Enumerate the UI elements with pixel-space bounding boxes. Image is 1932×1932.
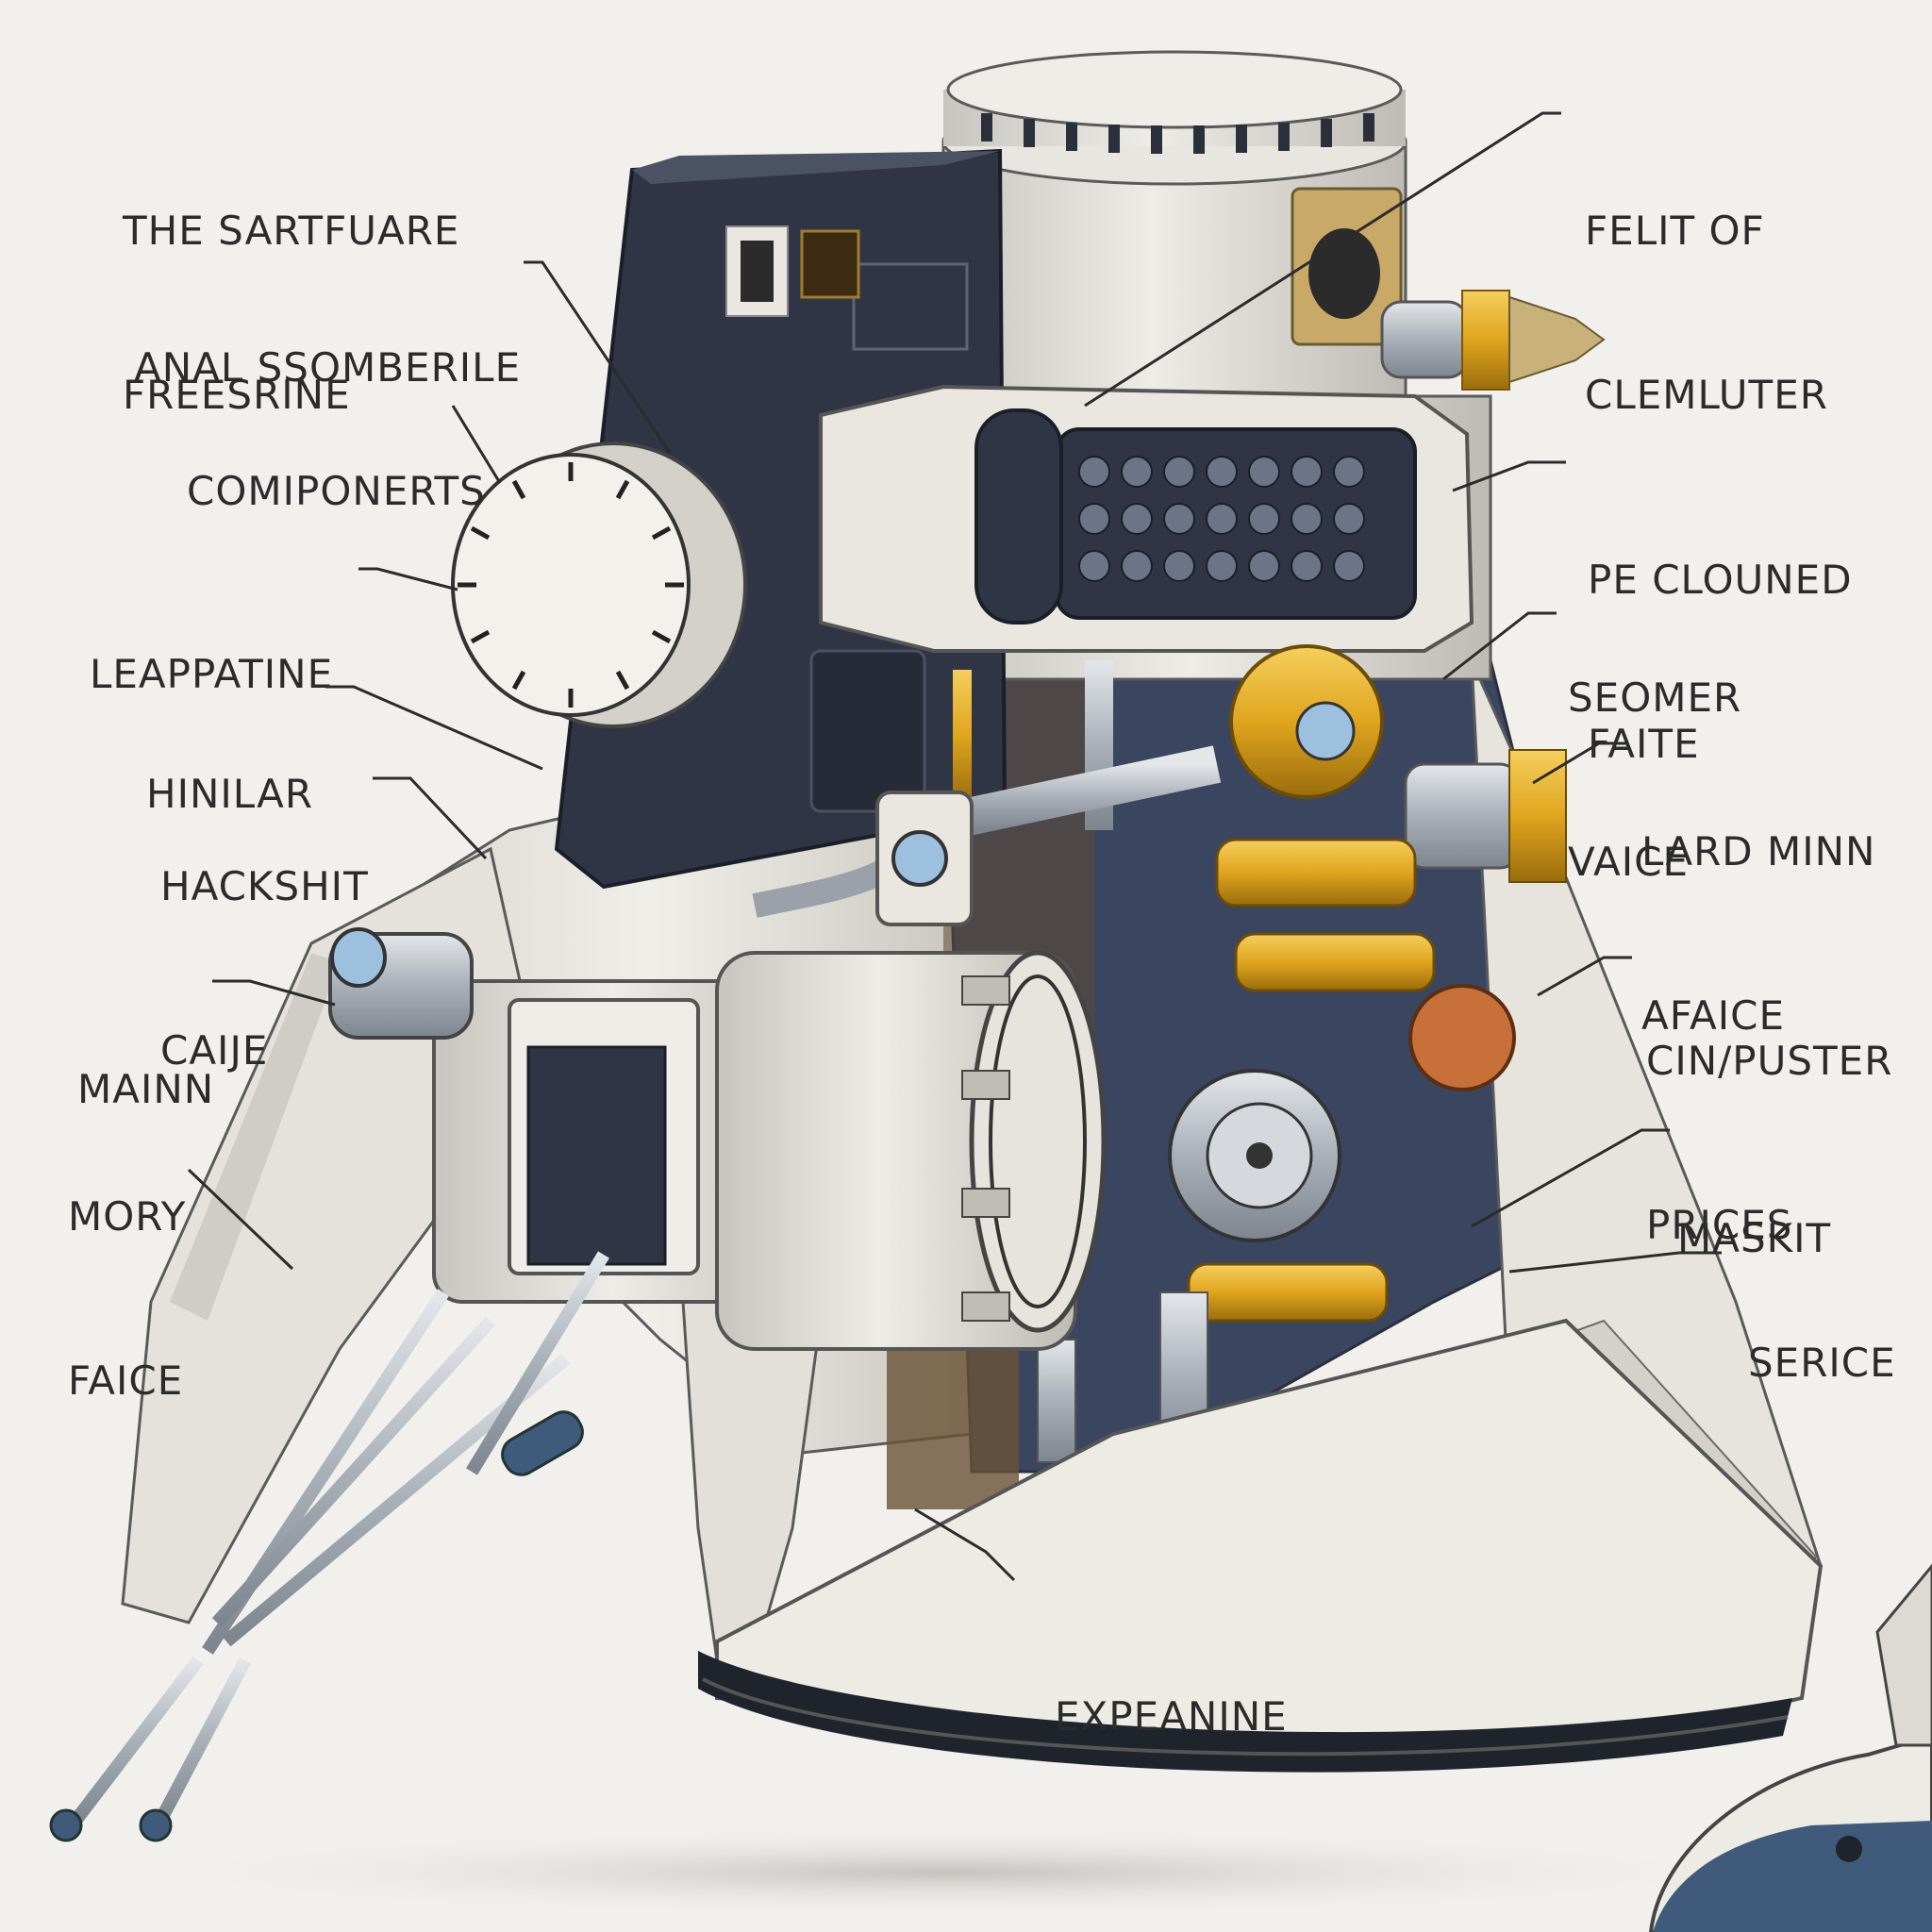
horizontal-module (328, 927, 1107, 1351)
label-pe-clouned-faite-line1: PE CLOUNED (1588, 557, 1853, 603)
landing-struts (70, 1251, 609, 1825)
ground-shadow (94, 1825, 1792, 1920)
label-hackshit-caije-line2: CAIJE (160, 1027, 269, 1074)
landing-feet (49, 1410, 584, 1842)
label-components: COMIPONERTS (187, 355, 486, 574)
label-maskit: MASKIT (1677, 1102, 1831, 1321)
label-mory-faice-line1: MORY (68, 1193, 187, 1240)
label-maskit-text: MASKIT (1677, 1215, 1832, 1261)
label-hinilar: HINILAR (146, 658, 313, 876)
label-title-line2: FREESRINE (123, 372, 351, 418)
label-expeanine-text: EXPEANINE (1055, 1693, 1288, 1740)
label-felit-of-clemluter: FELIT OF CLEMLUTER (1585, 94, 1828, 477)
control-pod (819, 384, 1474, 653)
label-seomer-vaice-line2: VAICE (1568, 839, 1690, 885)
label-components-text: COMIPONERTS (187, 468, 486, 514)
label-hinilar-text: HINILAR (146, 771, 314, 817)
label-leappatine-text: LEAPPATINE (90, 651, 334, 697)
label-hackshit-caije-line1: HACKSHIT (160, 863, 369, 909)
label-lard-minn-afaice: LARD MINN AFAICE (1641, 715, 1875, 1098)
shuttle-vignette (1648, 1563, 1932, 1932)
label-pe-clouned-faite: PE CLOUNED FAITE (1588, 443, 1853, 826)
label-seomer-vaice-line1: SEOMER (1568, 675, 1742, 721)
label-mory-faice-line2: FAICE (68, 1357, 184, 1404)
label-anal-ssomberile: ANAL SSOMBERILE (134, 231, 521, 450)
label-lard-minn-afaice-line1: LARD MINN (1641, 828, 1876, 874)
label-felit-of-clemluter-line1: FELIT OF (1585, 208, 1765, 254)
heat-shield-base (698, 1318, 1824, 1773)
side-thruster-nozzle (1380, 290, 1606, 391)
label-serice-text: SERICE (1748, 1340, 1896, 1386)
label-serice: SERICE (1748, 1226, 1896, 1445)
label-cinpuster-prices-line2: PRICES (1646, 1202, 1793, 1248)
label-seomer-vaice: SEOMER VAICE (1568, 561, 1741, 944)
dial-gauge (451, 441, 747, 728)
label-expeanine: EXPEANINE (1055, 1580, 1288, 1799)
label-mainn: MAINN (77, 953, 214, 1172)
label-title-line1: THE SARTFUARE (123, 208, 460, 254)
label-hackshit-caije: HACKSHIT CAIJE (160, 750, 369, 1133)
label-title: THE SARTFUARE FREESRINE (123, 94, 459, 477)
label-felit-of-clemluter-line2: CLEMLUTER (1585, 372, 1828, 418)
label-mory-faice: MORY FAICE (68, 1080, 186, 1463)
leader-lines (187, 111, 1722, 1582)
label-pe-clouned-faite-line2: FAITE (1588, 721, 1700, 767)
label-leappatine: LEAPPATINE (90, 538, 333, 757)
label-cinpuster-prices: CIN/PUSTER PRICES (1646, 924, 1892, 1307)
interior-piping (752, 644, 1567, 1463)
label-cinpuster-prices-line1: CIN/PUSTER (1646, 1038, 1893, 1084)
label-lard-minn-afaice-line2: AFAICE (1641, 992, 1786, 1039)
label-anal-ssomberile-text: ANAL SSOMBERILE (134, 344, 522, 391)
label-mainn-text: MAINN (77, 1066, 215, 1112)
